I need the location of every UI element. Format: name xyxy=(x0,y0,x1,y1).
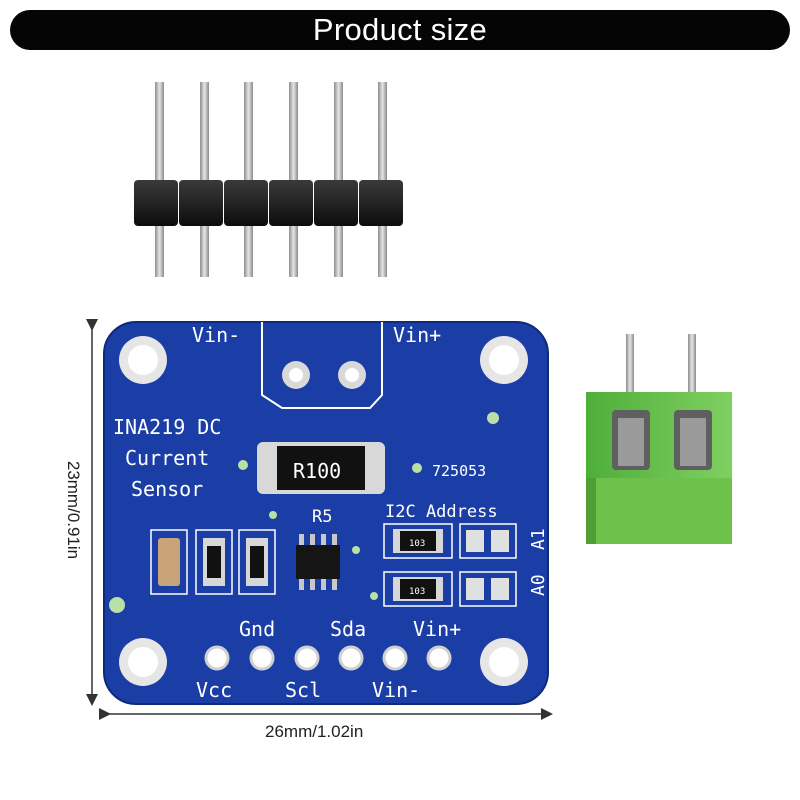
label-product-line1: INA219 DC xyxy=(113,415,221,439)
pin-header xyxy=(134,82,403,277)
screw-terminal-footprint xyxy=(261,322,383,409)
smd-components-left xyxy=(150,529,276,595)
vias xyxy=(109,412,499,613)
label-pin-gnd: Gnd xyxy=(239,617,275,641)
label-vin-plus-top: Vin+ xyxy=(393,323,441,347)
screw-terminal xyxy=(586,334,732,544)
header-pins xyxy=(155,82,387,277)
label-pin-vin-minus: Vin- xyxy=(372,678,420,702)
label-vin-minus-top: Vin- xyxy=(192,323,240,347)
header-plastic-block xyxy=(134,180,403,226)
mounting-holes xyxy=(119,336,528,686)
banner-title: Product size xyxy=(312,12,488,47)
ina219-board: Vin- Vin+ INA219 DC Current Sensor 72505… xyxy=(103,321,549,705)
label-shunt-ref: R5 xyxy=(312,507,332,527)
dimension-lines xyxy=(86,319,553,720)
address-components xyxy=(383,523,517,607)
height-dimension-label: 23mm/0.91in xyxy=(64,460,83,560)
width-dimension-label: 26mm/1.02in xyxy=(265,722,364,741)
shunt-resistor-r100 xyxy=(257,442,385,494)
label-a0: A0 xyxy=(528,574,549,596)
pin-pads xyxy=(204,645,452,671)
label-pin-vcc: Vcc xyxy=(196,678,232,702)
label-pin-sda: Sda xyxy=(330,617,366,641)
label-resistor-code-1: 103 xyxy=(409,539,425,549)
label-resistor-code-2: 103 xyxy=(409,587,425,597)
label-product-line3: Sensor xyxy=(131,477,203,501)
label-serial: 725053 xyxy=(432,462,486,480)
label-shunt-value: R100 xyxy=(293,459,341,483)
label-a1: A1 xyxy=(528,528,549,550)
label-pin-vin-plus: Vin+ xyxy=(413,617,461,641)
label-pin-scl: Scl xyxy=(285,678,321,702)
label-i2c-address: I2C Address xyxy=(385,502,498,522)
product-size-banner: Product size xyxy=(10,10,790,50)
ina219-chip xyxy=(296,534,340,590)
label-product-line2: Current xyxy=(125,446,209,470)
